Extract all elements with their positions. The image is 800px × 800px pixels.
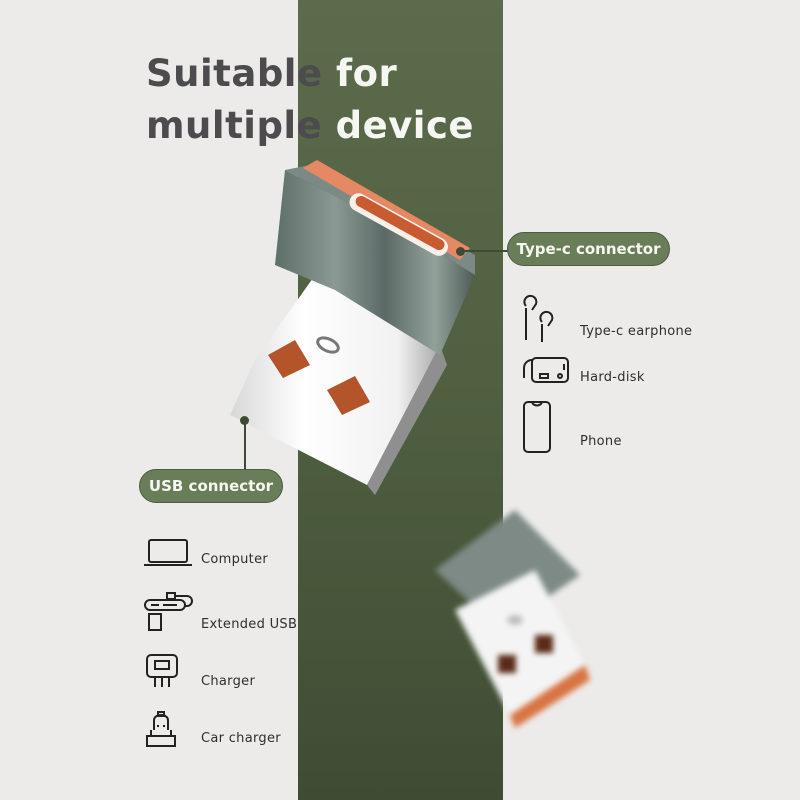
usb-connector-label: USB connector — [139, 469, 283, 503]
usb-c-adapter-image — [215, 150, 495, 504]
hard-disk-icon — [520, 350, 572, 386]
label-typec-earphone: Type-c earphone — [580, 324, 693, 339]
label-extended-usb: Extended USB — [201, 617, 298, 632]
typec-callout-line — [460, 250, 508, 252]
list-item-earphone — [520, 292, 560, 342]
list-item-extended-usb — [143, 592, 195, 634]
label-car-charger: Car charger — [201, 731, 281, 746]
charger-icon — [145, 653, 181, 691]
label-computer: Computer — [201, 552, 269, 567]
list-item-car-charger — [145, 710, 177, 750]
earphone-icon — [520, 292, 560, 342]
list-item-phone — [522, 400, 552, 454]
label-hard-disk: Hard-disk — [580, 370, 645, 385]
headline-word: Suitable — [146, 52, 323, 95]
phone-icon — [522, 400, 552, 454]
usb-c-adapter-blurred-image — [415, 490, 595, 734]
headline: Suitable for multiple device — [146, 48, 474, 152]
label-charger: Charger — [201, 674, 256, 689]
car-charger-icon — [145, 710, 177, 750]
headline-word: multiple — [146, 104, 323, 147]
list-item-hard-disk — [520, 350, 572, 386]
typec-connector-label: Type-c connector — [507, 232, 670, 266]
list-item-computer — [143, 538, 193, 568]
usb-hub-icon — [143, 592, 195, 634]
label-phone: Phone — [580, 434, 622, 449]
laptop-icon — [143, 538, 193, 568]
headline-word: for — [335, 52, 398, 95]
list-item-charger — [145, 653, 181, 691]
headline-word: device — [335, 104, 475, 147]
usb-callout-line — [244, 420, 246, 470]
